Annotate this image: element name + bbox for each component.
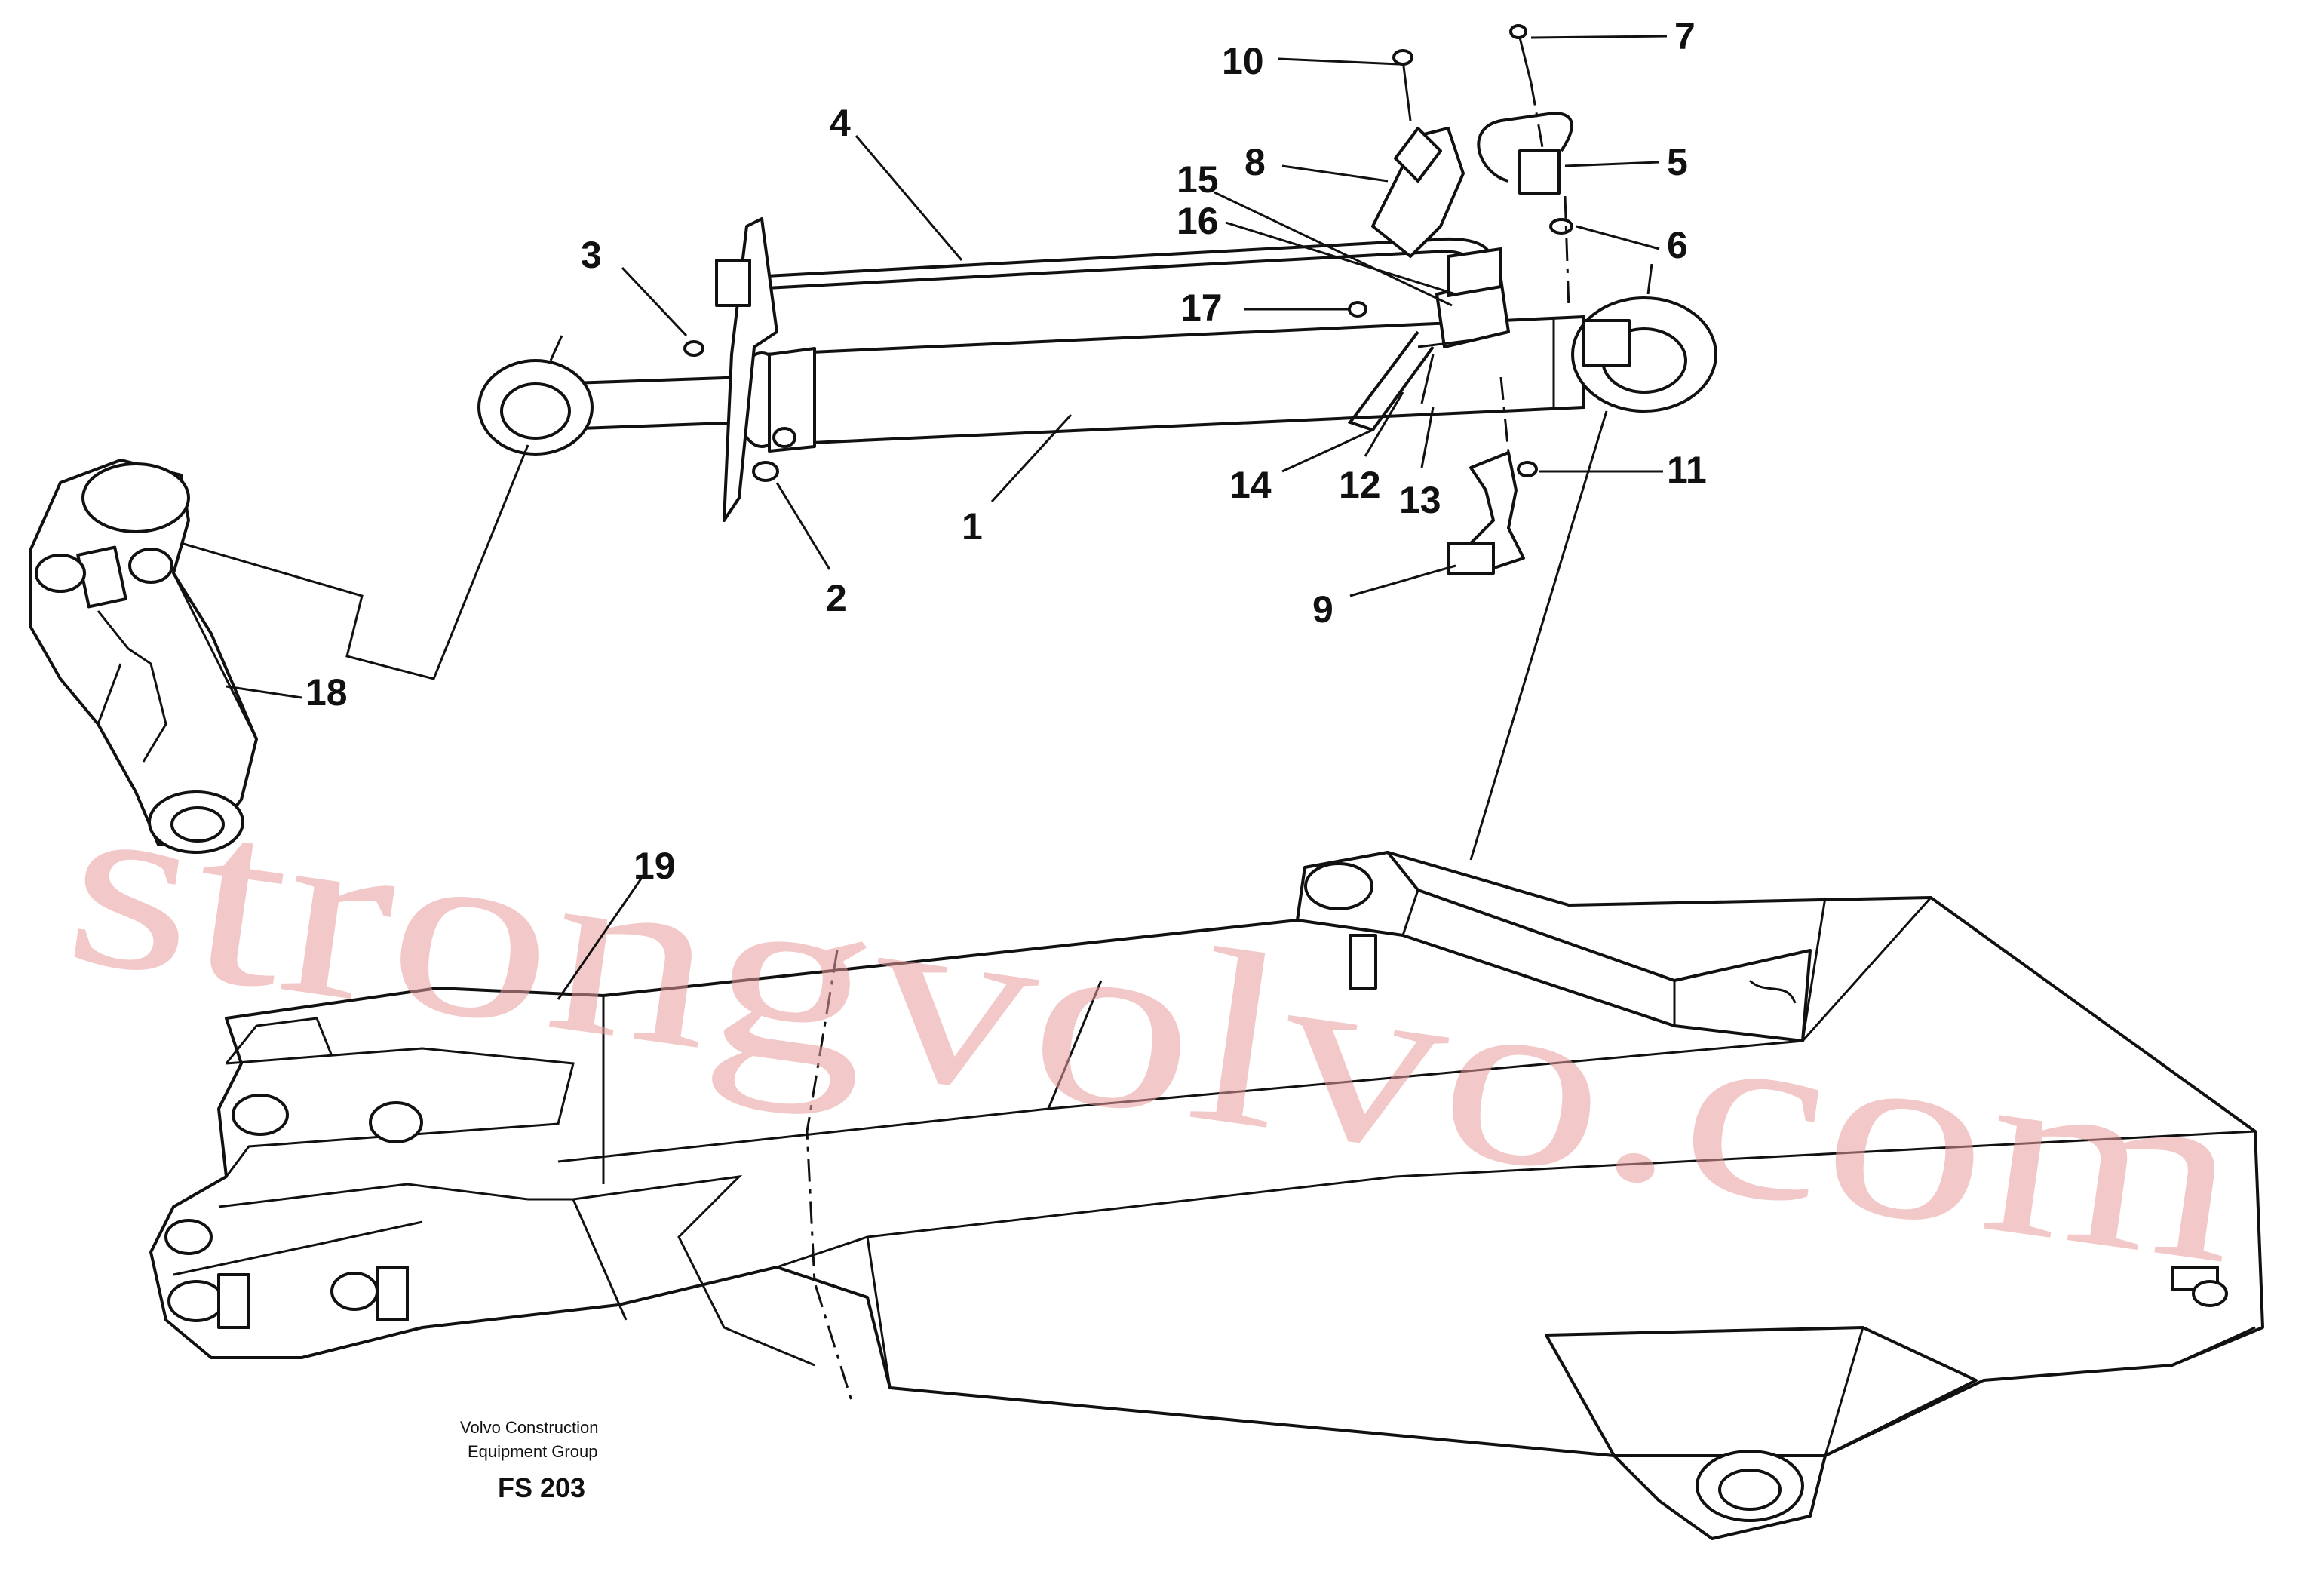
link-arm-side-hole <box>128 548 173 584</box>
cylinder-rod-eye-inner <box>500 382 571 440</box>
link-arm-bottom-eye-inner <box>170 806 225 843</box>
callout-12: 12 <box>1339 464 1381 506</box>
callout-9: 9 <box>1312 588 1333 631</box>
hydraulic-cylinder <box>477 24 1717 575</box>
leader-18 <box>226 685 302 699</box>
callout-3: 3 <box>581 234 602 276</box>
clamp-bolt-left <box>683 340 704 357</box>
boom <box>149 851 2264 1540</box>
callout-8: 8 <box>1244 141 1266 183</box>
figure-caption: Volvo Construction Equipment Group FS 20… <box>460 1418 598 1503</box>
bolt-10 <box>1401 60 1412 121</box>
figure-code: FS 203 <box>498 1472 585 1503</box>
leader-5 <box>1564 161 1660 167</box>
callout-1: 1 <box>962 505 983 548</box>
leader-14 <box>1281 428 1373 473</box>
clamp-block-9 <box>1447 542 1495 575</box>
boom-centerline <box>806 950 854 1404</box>
leader-13 <box>1420 407 1435 468</box>
callout-2: 2 <box>826 577 847 619</box>
boom-foot-lock-a <box>217 1273 250 1329</box>
boom-lug-hole-left <box>330 1272 379 1311</box>
boom-cylinder-bracket <box>1296 851 1812 1042</box>
connector-rod-top <box>549 335 563 361</box>
leader-15 <box>1214 191 1453 307</box>
cylinder-head-clamp <box>768 347 816 453</box>
caption-company-line2: Equipment Group <box>468 1442 597 1461</box>
clamp-block-5 <box>1518 149 1561 195</box>
leader-9 <box>1349 564 1456 597</box>
nut-11 <box>1517 461 1538 477</box>
cylinder-head-port <box>772 427 796 448</box>
boom-bottom-eye-inner <box>1718 1469 1782 1511</box>
callout-19: 19 <box>634 845 676 887</box>
boom-inner-plate <box>572 1174 815 1367</box>
callout-4: 4 <box>830 102 851 144</box>
leader-7 <box>1530 35 1668 39</box>
boom-foot-lock-b <box>376 1266 409 1321</box>
boom-foot-hole-upper <box>232 1094 289 1136</box>
callout-17: 17 <box>1180 287 1223 329</box>
washer-2 <box>752 461 779 482</box>
shackle-loop <box>1477 111 1573 183</box>
callout-15: 15 <box>1177 158 1219 201</box>
boom-clevis-outline <box>225 1047 575 1177</box>
link-arm-top-eye <box>81 462 190 533</box>
assembly-lines <box>180 263 1653 861</box>
valve-lever <box>1347 330 1435 432</box>
connector-base-to-boom <box>1469 410 1608 861</box>
cylinder-base-block <box>1582 319 1631 367</box>
leader-2 <box>775 482 831 570</box>
callout-7: 7 <box>1674 15 1696 57</box>
washer-6 <box>1549 218 1573 235</box>
caption-company-line1: Volvo Construction <box>460 1418 598 1437</box>
hose-mount-plate <box>723 217 778 522</box>
connector-rod-to-link <box>180 444 529 680</box>
leader-10 <box>1278 57 1400 66</box>
callout-10: 10 <box>1222 40 1264 82</box>
valve-bolt-13 <box>1420 354 1435 404</box>
boom-foot-boss <box>167 1280 225 1322</box>
callout-16: 16 <box>1177 200 1219 242</box>
callout-6: 6 <box>1667 224 1688 266</box>
bolt-7 <box>1518 37 1533 84</box>
valve-bolt-17 <box>1348 301 1367 318</box>
valve-upper-coupling <box>1447 247 1502 297</box>
connector-base-top <box>1646 263 1653 295</box>
leader-1 <box>990 413 1073 503</box>
boom-pin-lock-left <box>1349 934 1377 990</box>
leader-19 <box>557 878 643 1000</box>
callout-5: 5 <box>1667 141 1688 183</box>
callout-labels: 1 2 3 4 5 6 7 8 9 10 11 12 13 14 15 16 1… <box>305 15 1707 887</box>
leader-8 <box>1281 164 1389 183</box>
link-arm-upper-hole <box>35 554 86 593</box>
callout-14: 14 <box>1229 464 1272 506</box>
callout-11: 11 <box>1667 449 1707 491</box>
leader-6 <box>1576 225 1660 250</box>
leader-16 <box>1225 221 1456 296</box>
leader-12 <box>1364 391 1404 457</box>
callout-13: 13 <box>1399 479 1441 521</box>
link-arm <box>29 459 258 854</box>
hose-clamp-block <box>715 259 751 307</box>
boom-foot-hole-lower <box>164 1219 213 1255</box>
leader-3 <box>621 266 688 337</box>
callout-18: 18 <box>305 671 348 714</box>
boom-foot-hole-middle <box>369 1101 423 1143</box>
leader-4 <box>855 135 963 261</box>
cylinder-piston-rod <box>572 376 748 430</box>
boom-nose-hole <box>2192 1280 2228 1307</box>
leader-lines <box>226 35 1668 1000</box>
boom-cylinder-pin-boss <box>1304 862 1373 910</box>
